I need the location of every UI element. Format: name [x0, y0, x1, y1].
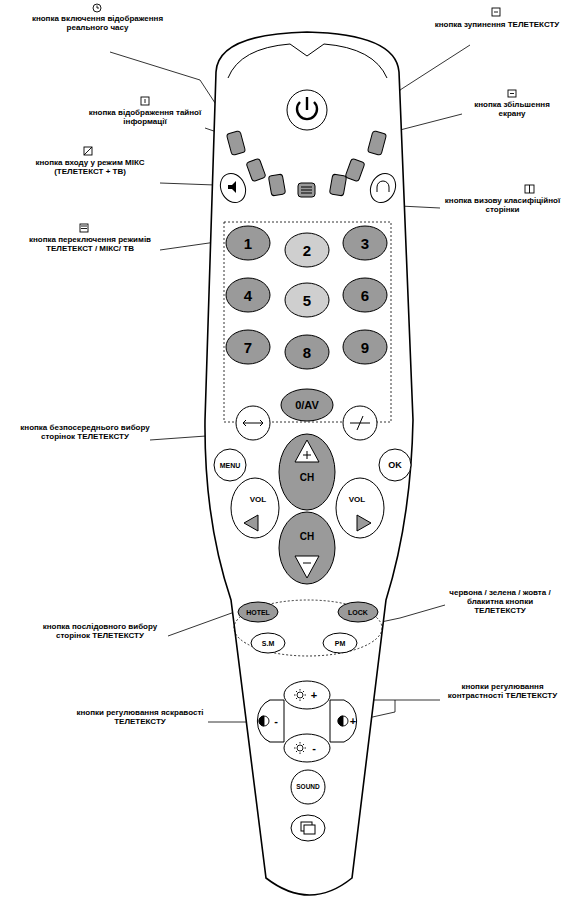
button-caption: VOL [250, 496, 266, 504]
button-caption: S.M [262, 640, 274, 647]
button-caption: + [350, 716, 356, 727]
button-caption: CH [300, 532, 314, 542]
contrast-buttons-callout: кнопки регулювання контрастності ТЕЛЕТЕК… [440, 682, 565, 700]
zoom-button-callout: кнопка збільшення екрану [462, 100, 562, 118]
button-caption: 4 [244, 288, 252, 303]
remote-button: LOCK [341, 605, 375, 619]
color-group-frame [234, 600, 382, 656]
number-group-frame [224, 222, 391, 422]
remote-button: 0/AV [287, 394, 327, 416]
mix-button-callout: кнопка входу у режим МІКС (ТЕЛЕТЕКСТ + Т… [15, 158, 165, 176]
remote-button: OK [383, 458, 407, 472]
remote-button: 8 [292, 340, 322, 364]
teletext-buttons [238, 602, 378, 841]
remote-button: + [348, 713, 358, 729]
button-caption: 2 [303, 243, 311, 258]
remote-button: VOL [343, 493, 371, 507]
button-caption: VOL [349, 496, 365, 504]
button-caption: + [311, 690, 317, 701]
remote-button: SOUND [293, 780, 323, 794]
hold-button-callout: кнопка зупинення ТЕЛЕТЕКСТУ [432, 20, 562, 29]
button-caption: 3 [361, 236, 369, 251]
button-caption: SOUND [296, 784, 319, 791]
adjust-icons [259, 689, 348, 754]
remote-button: 2 [292, 238, 322, 262]
mode-button-callout: кнопка переключення режимів ТЕЛЕТЕКСТ / … [15, 235, 165, 253]
button-caption: CH [300, 473, 314, 483]
button-caption: MENU [220, 462, 241, 469]
button-caption: PM [335, 640, 346, 647]
remote-button: - [307, 740, 321, 756]
remote-button: CH [289, 528, 325, 546]
button-caption: LOCK [348, 609, 368, 616]
remote-button: 6 [350, 283, 380, 307]
digit-buttons-callout: кнопка безпосереднього вибору сторінок Т… [15, 423, 155, 441]
remote-button: 9 [350, 335, 380, 359]
remote-button: CH [289, 469, 325, 487]
navigation-buttons [214, 406, 411, 584]
button-caption: 5 [303, 293, 311, 308]
remote-button: MENU [216, 458, 244, 472]
button-caption: 9 [361, 340, 369, 355]
button-caption: 1 [244, 236, 252, 251]
button-caption: 0/AV [295, 400, 319, 411]
button-caption: 8 [303, 345, 311, 360]
remote-button: + [307, 687, 321, 703]
button-caption: 7 [244, 340, 252, 355]
button-caption: HOTEL [246, 609, 270, 616]
button-caption: 6 [361, 288, 369, 303]
remote-button: HOTEL [241, 605, 275, 619]
number-buttons [226, 226, 387, 421]
remote-button: 1 [233, 231, 263, 255]
reveal-button-callout: кнопка відображення тайної інформації [75, 108, 215, 126]
remote-button: 7 [233, 335, 263, 359]
remote-button: 4 [233, 283, 263, 307]
remote-button: 3 [350, 231, 380, 255]
remote-housing [205, 32, 413, 895]
brightness-buttons-callout: кнопки регулювання яскравості ТЕЛЕТЕКСТУ [70, 708, 210, 726]
remote-button: VOL [244, 493, 272, 507]
remote-button: PM [326, 636, 354, 650]
clock-button-callout: кнопка включення відображення реального … [30, 14, 165, 32]
button-caption: OK [388, 461, 402, 470]
remote-button: 5 [292, 288, 322, 312]
index-button-callout: кнопка визову класифіційної сторінки [440, 196, 565, 214]
remote-button: S.M [254, 636, 282, 650]
color-buttons-callout: червона / зелена / жовта / блакитна кноп… [445, 588, 555, 616]
button-caption: - [312, 743, 316, 754]
button-caption: - [274, 716, 278, 727]
remote-button: - [271, 713, 281, 729]
function-buttons [216, 90, 400, 207]
channel-buttons-callout: кнопка послідовного вибору сторінок ТЕЛЕ… [30, 622, 170, 640]
